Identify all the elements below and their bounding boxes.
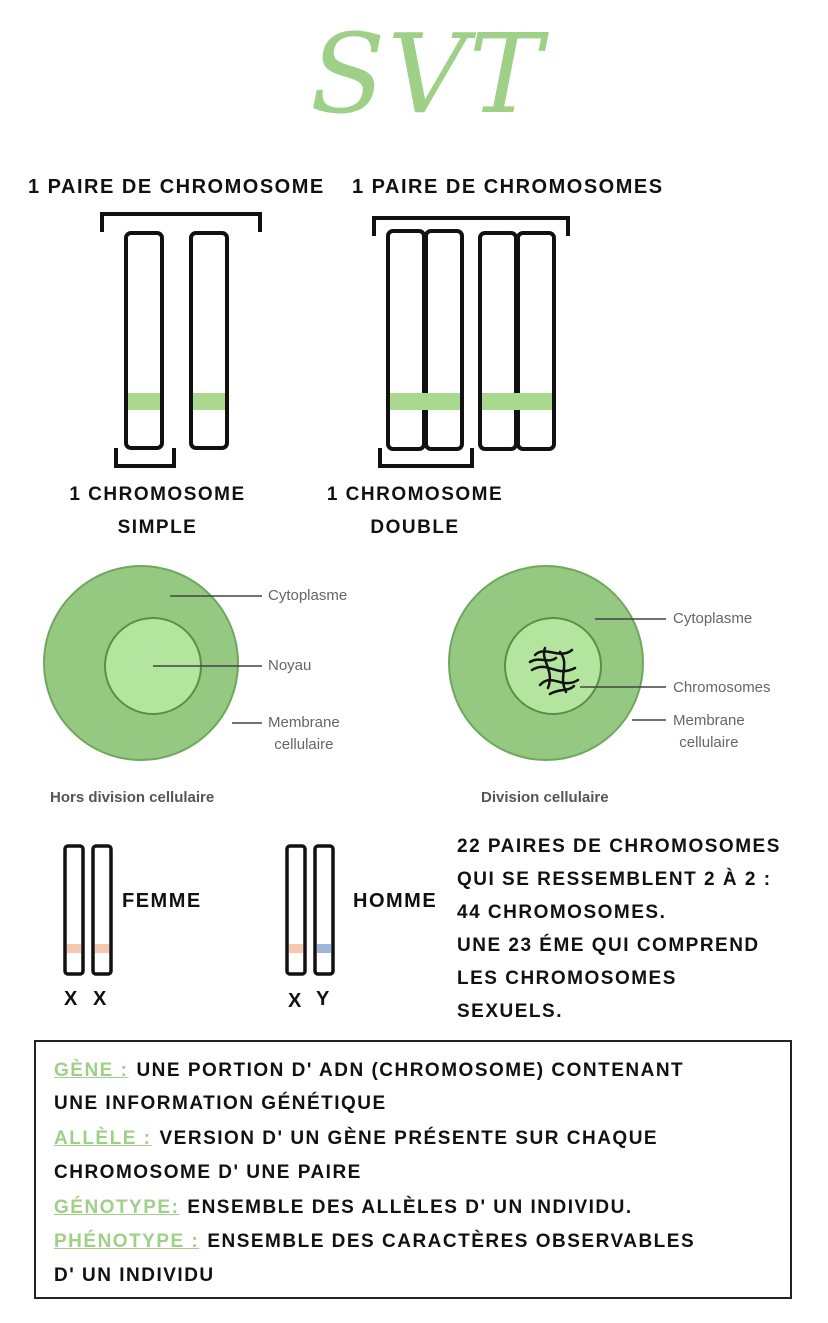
bracket-double-chromosome — [378, 448, 474, 468]
definition-allele: Allèle :version d' un gène présente sur … — [54, 1128, 659, 1149]
simple-chromosome-1 — [124, 231, 164, 450]
femme-letter-1: x — [64, 988, 79, 1010]
term-genotype: Génotype: — [54, 1197, 180, 1218]
homme-letter-1: x — [288, 990, 303, 1012]
membrane-label-right: Membrane cellulaire — [673, 712, 745, 751]
page-title: SVT — [310, 10, 545, 138]
cell-dividing — [448, 565, 666, 761]
membrane-label-left: Membrane cellulaire — [268, 714, 340, 753]
karyotype-description: 22 paires de chromosomes qui se ressembl… — [457, 836, 781, 1022]
double-chromosome-2 — [478, 231, 556, 451]
pair-double-label: 1 paire de chromosomes — [352, 176, 664, 198]
homme-label: homme — [353, 890, 438, 912]
cell-diagrams — [43, 565, 666, 761]
term-phenotype: Phénotype : — [54, 1231, 200, 1252]
pair-bracket-simple — [100, 212, 262, 232]
femme-label: femme — [122, 890, 202, 912]
cell-non-dividing — [43, 565, 262, 761]
definition-genotype: Génotype:ensemble des allèles d' un indi… — [54, 1197, 633, 1218]
sex-chromosomes-diagram — [63, 844, 335, 976]
chromosome-diagram — [100, 212, 570, 468]
femme-letter-2: x — [93, 988, 108, 1010]
chromosomes-label: Chromosomes — [673, 679, 771, 696]
simple-chromosome-label: 1 chromosome simple — [69, 484, 246, 538]
double-chromosome-1 — [386, 229, 464, 451]
bracket-simple-chromosome — [114, 448, 176, 468]
simple-chromosome-2 — [189, 231, 229, 450]
chromosomes-tangle — [528, 646, 580, 696]
caption-hors-division: Hors division cellulaire — [50, 789, 215, 806]
noyau-label: Noyau — [268, 657, 312, 674]
cytoplasme-label-right: Cytoplasme — [673, 610, 753, 627]
definitions-box: Gène :une portion d' ADN (chromosome) co… — [34, 1040, 792, 1299]
double-chromosome-label: 1 chromosome double — [326, 484, 504, 538]
pair-simple-label: 1 paire de chromosome — [28, 176, 325, 198]
cytoplasme-label-left: Cytoplasme — [268, 587, 348, 604]
homme-chromosomes — [285, 844, 335, 976]
homme-letter-2: y — [316, 988, 331, 1010]
pair-bracket-double — [372, 216, 570, 236]
definition-gene: Gène :une portion d' ADN (chromosome) co… — [54, 1060, 685, 1081]
femme-chromosomes — [63, 844, 113, 976]
term-gene: Gène : — [54, 1060, 129, 1081]
term-allele: Allèle : — [54, 1128, 152, 1149]
caption-division: Division cellulaire — [481, 789, 609, 806]
definition-phenotype: Phénotype :ensemble des caractères obser… — [54, 1231, 696, 1252]
